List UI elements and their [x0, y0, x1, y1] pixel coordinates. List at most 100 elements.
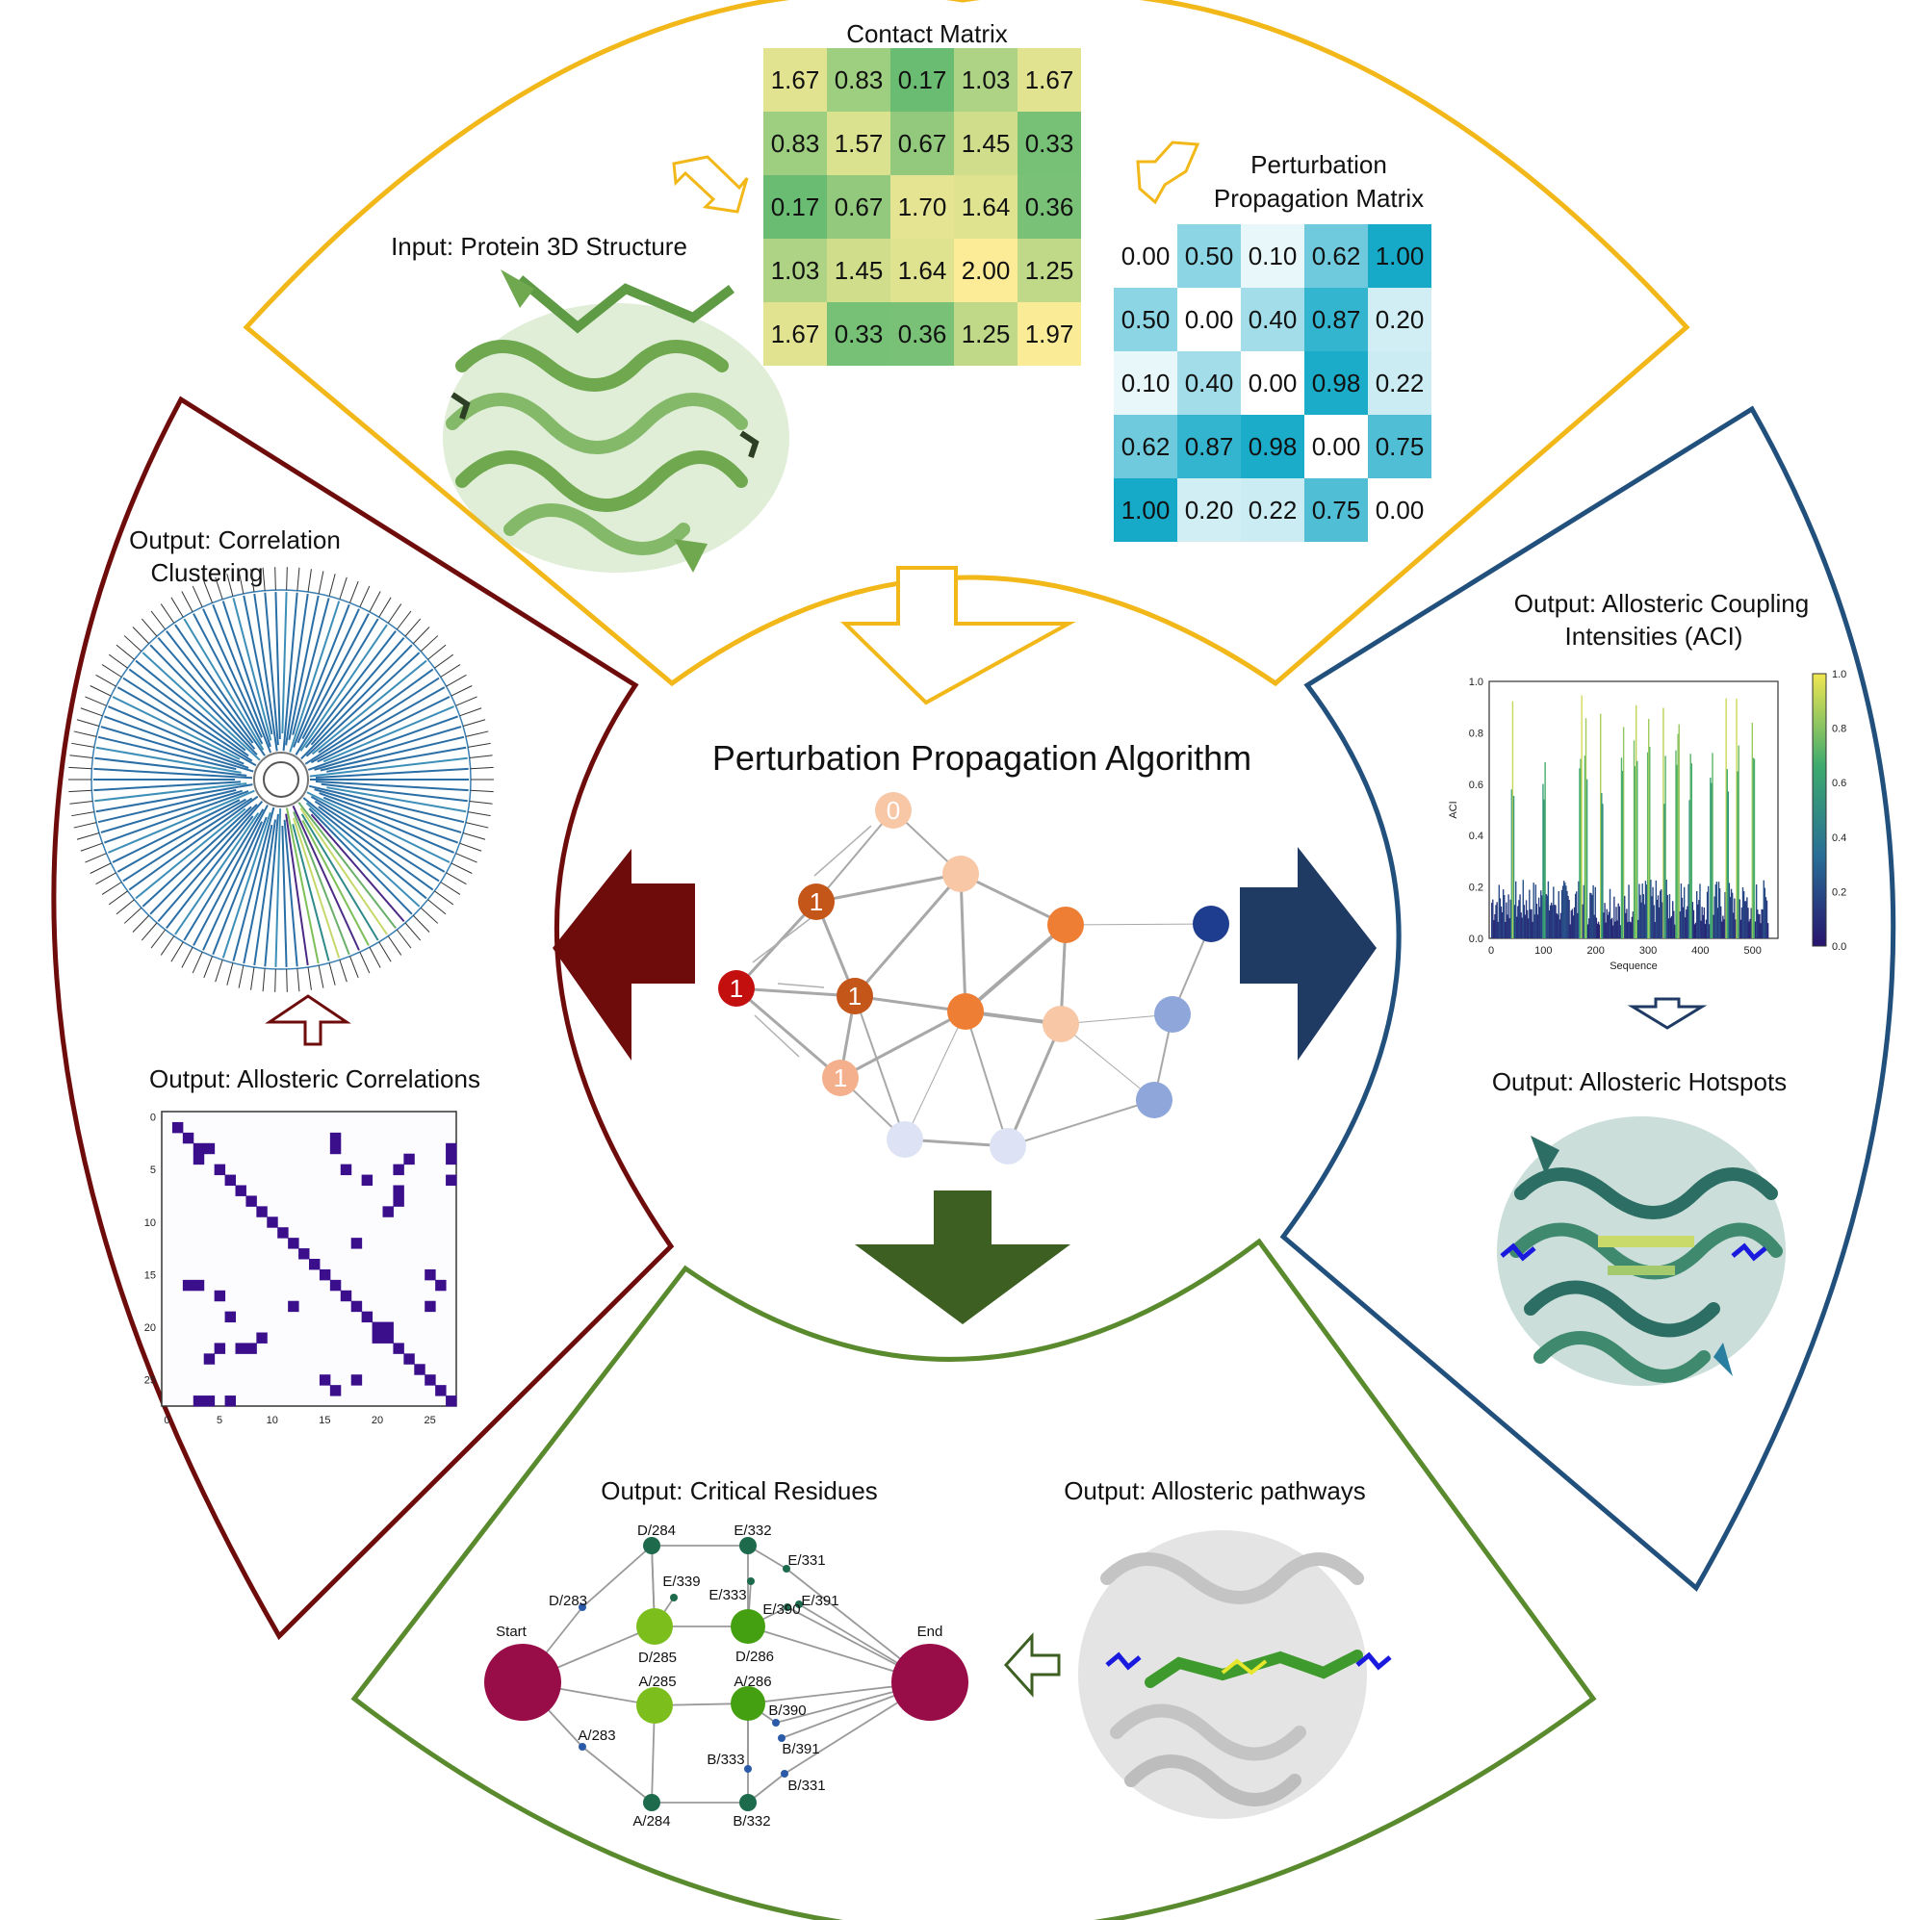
contact-matrix-cell [890, 175, 954, 239]
dendrogram-leaf-label [226, 574, 234, 597]
start-label: Start [496, 1624, 528, 1640]
dendrogram-leaf-label [262, 968, 266, 992]
aci-bar [1613, 896, 1615, 938]
input-label: Input: Protein 3D Structure [391, 232, 687, 261]
pathways-title: Output: Allosteric pathways [1064, 1476, 1366, 1505]
critical-residues-title: Output: Critical Residues [601, 1476, 878, 1505]
dendrogram-branch [305, 802, 421, 908]
dendrogram-leaf-label [455, 696, 477, 706]
aci-bar [1594, 886, 1596, 938]
aci-bar [1741, 886, 1744, 938]
aci-bar [1492, 899, 1494, 938]
contact-matrix-title: Contact Matrix [846, 19, 1008, 48]
dendrogram-leaf-label [132, 627, 150, 645]
aci-bar [1630, 922, 1632, 938]
dendrogram-branch [293, 603, 350, 748]
correlation-cell [361, 1311, 374, 1323]
dendrogram-leaf-label [469, 800, 493, 805]
contact-matrix-cell [890, 112, 954, 175]
contact-matrix-cell [890, 239, 954, 302]
correlation-cell [319, 1374, 331, 1386]
correlation-cell [382, 1332, 394, 1344]
dendrogram-leaf-label [328, 962, 336, 986]
aci-bar [1685, 917, 1687, 938]
dendrogram-branch [116, 798, 246, 873]
aci-bar [1740, 907, 1743, 938]
aci-bar [1585, 779, 1588, 938]
propagation-arrow [752, 911, 819, 963]
aci-bar [1517, 906, 1519, 938]
aci-bar [1675, 750, 1677, 938]
perturbation-matrix-cell [1304, 224, 1368, 288]
aci-bar [1634, 766, 1636, 938]
aci-bar [1614, 921, 1616, 938]
perturbation-matrix-value: 0.87 [1185, 432, 1234, 461]
aci-bar [1669, 917, 1672, 938]
residue-node [579, 1743, 586, 1751]
network-edge [959, 873, 967, 1012]
aci-bar [1612, 925, 1614, 938]
network-node [822, 1060, 859, 1096]
aci-bar [1509, 899, 1511, 938]
aci-bar [1639, 894, 1641, 938]
aci-bar [1582, 904, 1584, 938]
dendrogram-branch [299, 624, 388, 752]
aci-bar [1576, 891, 1578, 938]
aci-bar [1691, 902, 1694, 938]
dendrogram-leaf-label [250, 966, 255, 990]
correlation-cell [446, 1142, 457, 1155]
dendrogram-leaf-label [69, 755, 93, 759]
network-node [1047, 907, 1084, 943]
dendrogram-branch [302, 797, 427, 900]
network-node [947, 993, 984, 1030]
correlation-cell [446, 1174, 457, 1186]
network-edge [964, 923, 1068, 1013]
aci-bar [1530, 909, 1532, 938]
correlation-cell [393, 1164, 404, 1176]
residue-node [731, 1686, 765, 1721]
perturbation-matrix-cell [1114, 351, 1177, 415]
dendrogram-leaf-label [296, 567, 300, 591]
propagation-arrow [777, 983, 825, 988]
dendrogram-branch [274, 592, 281, 740]
dendrogram-branch [326, 786, 467, 813]
dendrogram-leaf-label [412, 627, 430, 645]
dendrogram-branch [304, 677, 440, 765]
aci-bar [1560, 889, 1563, 938]
correlation-cell [203, 1395, 216, 1407]
network-node [1154, 996, 1191, 1033]
aci-bar [1694, 922, 1697, 938]
correlation-cell [350, 1238, 363, 1249]
correlation-cell [425, 1374, 436, 1386]
dendrogram-leaf-label [328, 574, 336, 597]
aci-bar [1672, 901, 1674, 938]
correlation-cell [372, 1332, 383, 1344]
aci-y-tick: 0.6 [1469, 780, 1483, 791]
aci-bar [1702, 914, 1704, 938]
aci-bar [1621, 770, 1624, 938]
contact-matrix-value: 0.83 [835, 65, 884, 94]
residue-label: A/283 [578, 1728, 615, 1744]
aci-bar [1568, 899, 1570, 938]
dendrogram-leaf-label [192, 585, 203, 608]
dendrogram-leaf-label [470, 766, 494, 770]
residue-node [670, 1594, 678, 1601]
dendrogram-leaf-label [238, 964, 245, 988]
dendrogram-branch [289, 601, 341, 753]
correlation-cell [182, 1132, 194, 1144]
dendrogram-leaf-label [274, 968, 276, 992]
contact-matrix-cell [954, 175, 1018, 239]
dendrogram-branch [232, 598, 272, 741]
start-node [484, 1644, 561, 1721]
dendrogram-leaf-label [160, 935, 175, 956]
aci-bar [1722, 915, 1724, 938]
dendrogram-leaf-label [349, 580, 359, 603]
circular-dendrogram [68, 567, 494, 992]
aci-bar [1636, 760, 1638, 938]
dendrogram-leaf-label [73, 730, 97, 737]
aci-bar [1557, 914, 1558, 938]
aci-bar [1567, 895, 1569, 938]
dendrogram-leaf-label [412, 914, 430, 933]
network-edge [735, 986, 841, 1080]
dendrogram-leaf-label [71, 811, 94, 817]
